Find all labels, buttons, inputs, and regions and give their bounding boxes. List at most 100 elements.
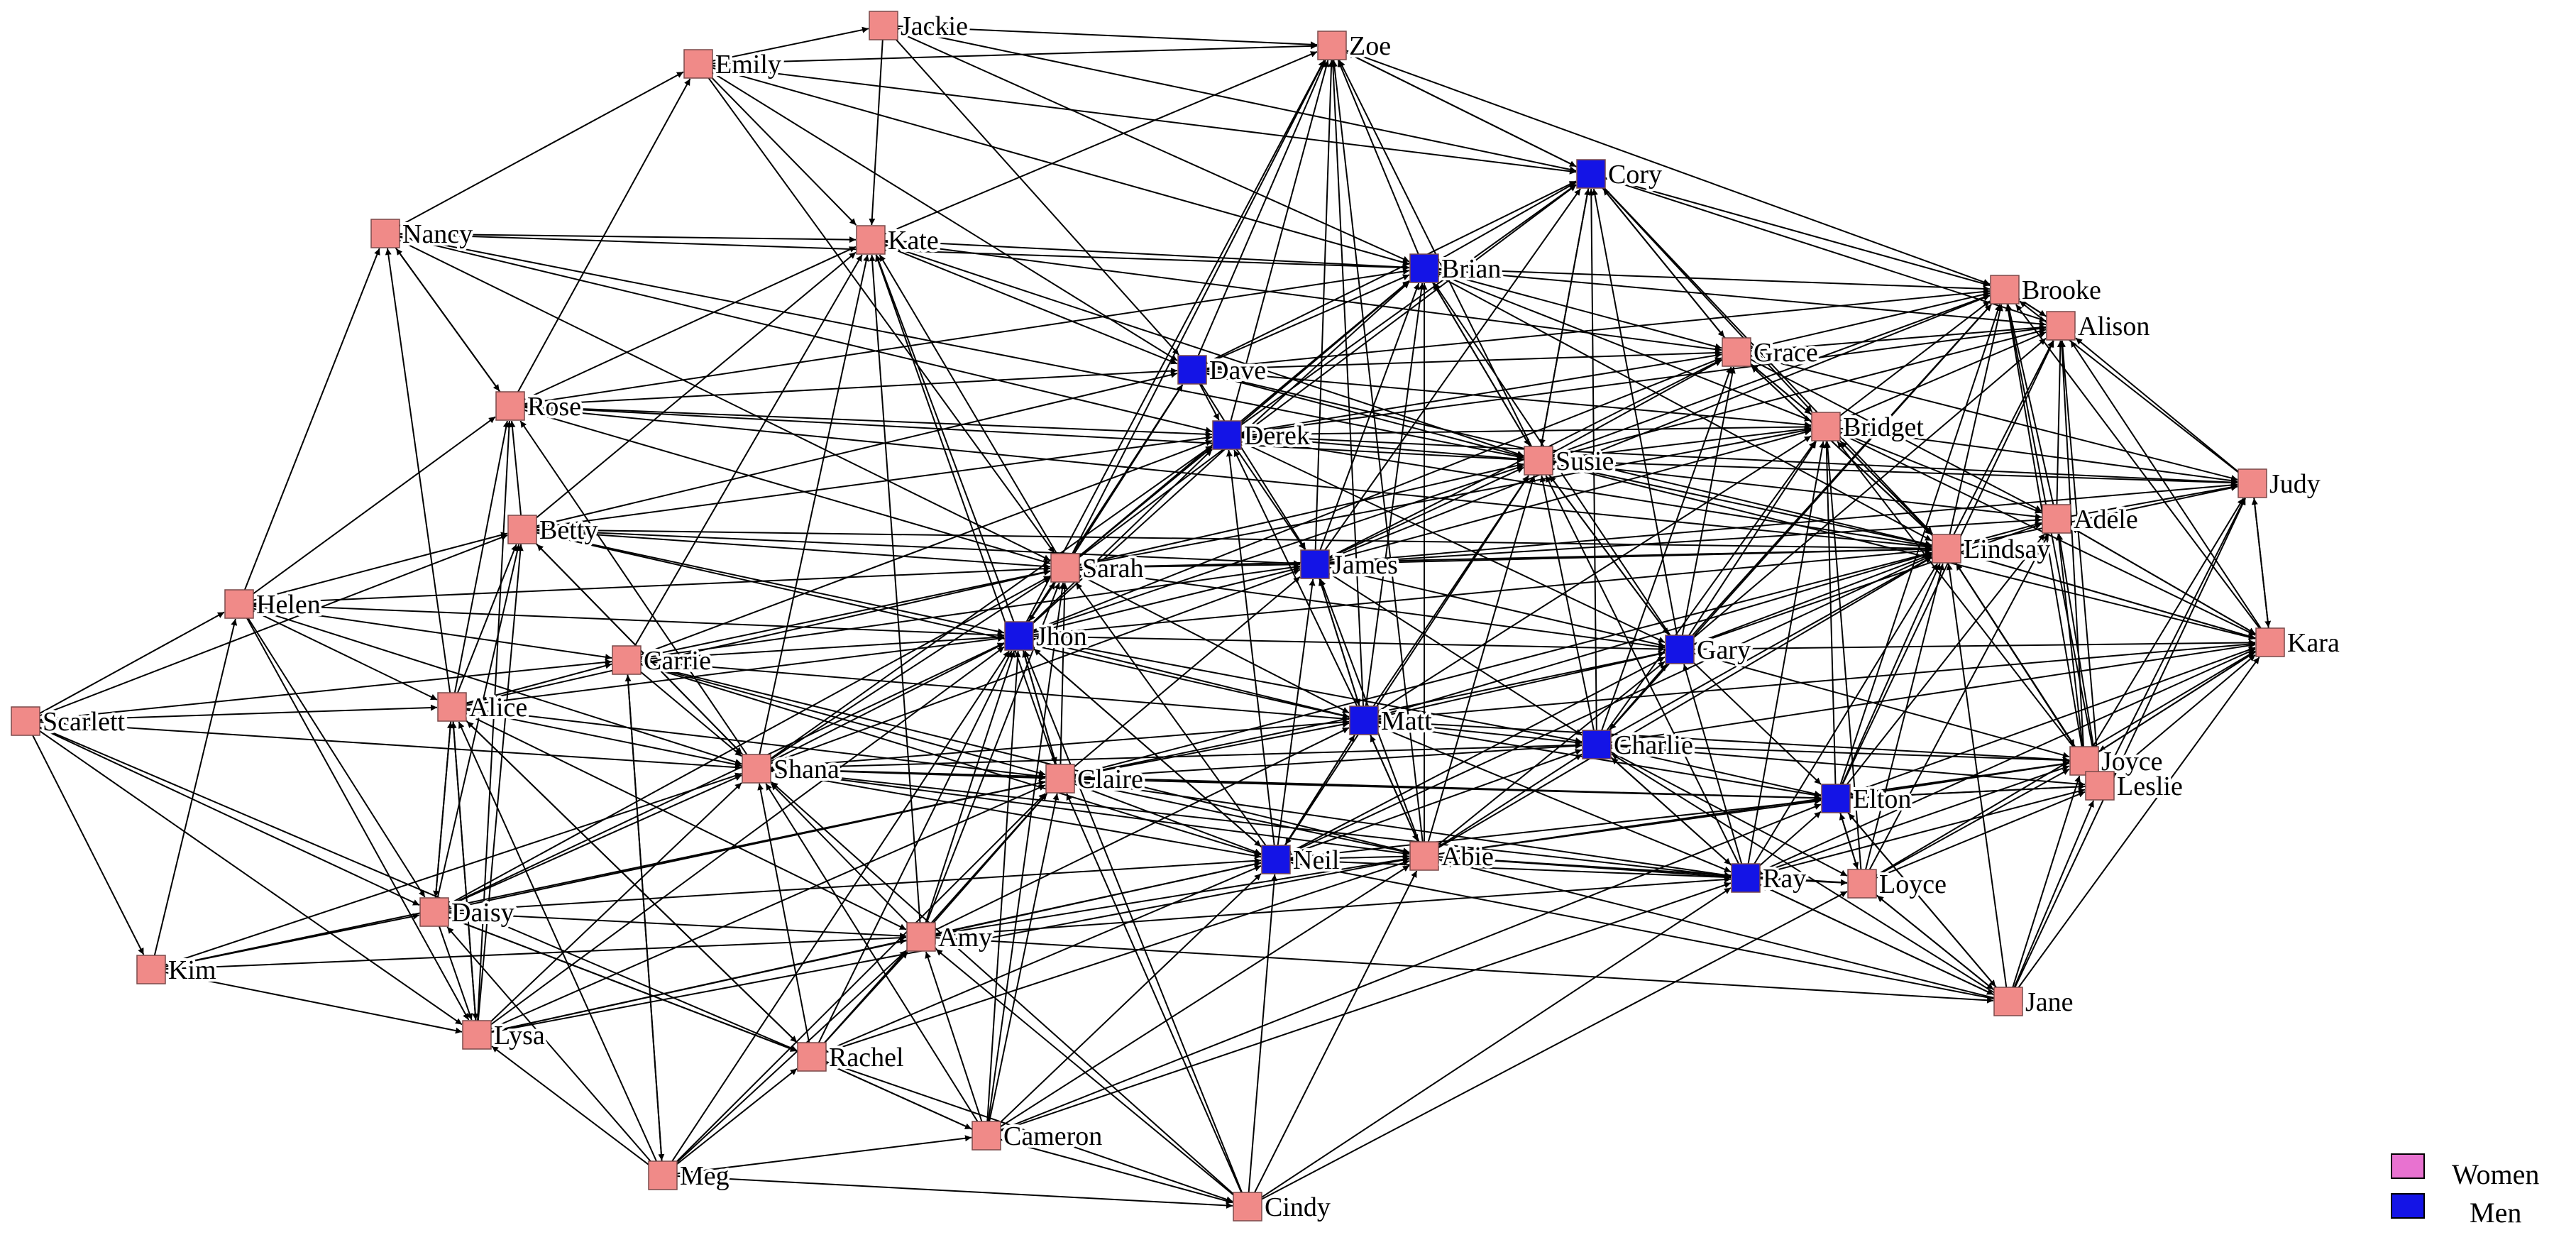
node-marker-scarlett[interactable] (11, 706, 40, 736)
edge-cory-to-zoe (1346, 52, 1592, 175)
node-marker-claire[interactable] (1045, 764, 1075, 794)
node-marker-cameron[interactable] (971, 1121, 1001, 1151)
node-marker-james[interactable] (1300, 549, 1330, 579)
node-marker-helen[interactable] (224, 589, 254, 619)
node-marker-nancy[interactable] (370, 219, 400, 248)
node-marker-rachel[interactable] (797, 1042, 827, 1072)
node-marker-alison[interactable] (2046, 311, 2076, 341)
node-marker-sarah[interactable] (1050, 553, 1080, 583)
node-marker-matt[interactable] (1349, 706, 1379, 735)
node-marker-brian[interactable] (1409, 253, 1439, 283)
node-marker-derek[interactable] (1212, 420, 1242, 450)
node-marker-kate[interactable] (856, 225, 886, 255)
node-marker-shana[interactable] (742, 754, 771, 784)
node-marker-emily[interactable] (683, 49, 713, 79)
node-marker-loyce[interactable] (1847, 869, 1877, 899)
node-marker-betty[interactable] (507, 515, 537, 544)
node-marker-gary[interactable] (1665, 635, 1695, 664)
node-marker-cindy[interactable] (1233, 1192, 1262, 1222)
node-marker-lysa[interactable] (462, 1020, 492, 1050)
node-marker-kara[interactable] (2255, 627, 2285, 657)
node-marker-meg[interactable] (648, 1160, 678, 1190)
node-marker-bridget[interactable] (1811, 412, 1841, 441)
node-marker-daisy[interactable] (419, 897, 449, 927)
node-marker-brooke[interactable] (1990, 275, 2020, 304)
node-marker-cory[interactable] (1576, 159, 1606, 189)
node-marker-rose[interactable] (495, 391, 525, 421)
node-marker-susie[interactable] (1524, 446, 1553, 476)
node-marker-elton[interactable] (1821, 784, 1851, 813)
node-marker-adele[interactable] (2042, 504, 2071, 534)
node-marker-carrie[interactable] (612, 645, 642, 675)
node-marker-amy[interactable] (906, 922, 936, 952)
edge-meg-to-claire (662, 793, 1046, 1176)
node-marker-ray[interactable] (1731, 863, 1761, 893)
node-marker-judy[interactable] (2238, 468, 2267, 498)
node-marker-alice[interactable] (437, 692, 467, 722)
edge-meg-to-rachel (662, 1067, 798, 1176)
node-marker-zoe[interactable] (1317, 31, 1347, 60)
node-marker-jhon[interactable] (1004, 621, 1034, 651)
node-marker-jane[interactable] (1993, 987, 2023, 1016)
node-marker-neil[interactable] (1261, 845, 1291, 874)
node-marker-lindsay[interactable] (1932, 534, 1961, 564)
node-marker-abie[interactable] (1409, 841, 1439, 871)
node-marker-jackie[interactable] (869, 11, 898, 40)
node-marker-leslie[interactable] (2085, 771, 2115, 801)
node-marker-charlie[interactable] (1582, 730, 1612, 759)
edge-kim-to-shana (150, 772, 742, 970)
node-marker-dave[interactable] (1177, 355, 1207, 385)
node-marker-joyce[interactable] (2069, 746, 2099, 776)
node-marker-grace[interactable] (1722, 337, 1751, 367)
node-marker-kim[interactable] (136, 955, 166, 984)
